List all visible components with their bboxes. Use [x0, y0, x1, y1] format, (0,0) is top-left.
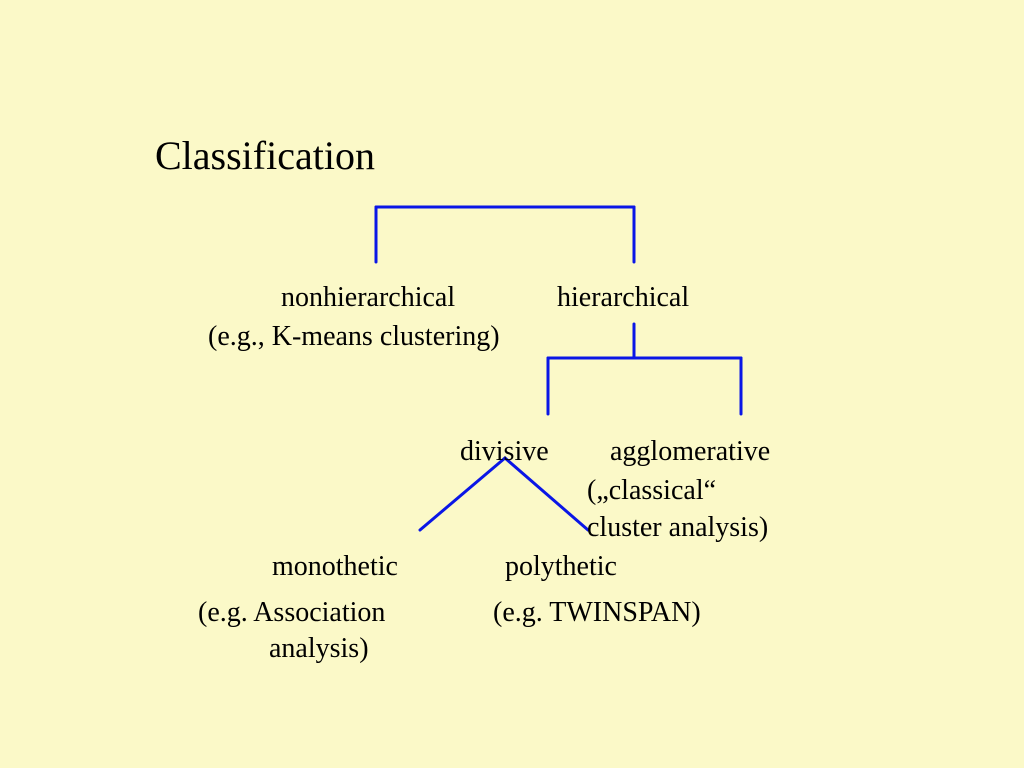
connector-divisive-left	[418, 456, 507, 532]
node-divisive: divisive	[460, 436, 549, 467]
node-polythetic-example: (e.g. TWINSPAN)	[493, 597, 701, 628]
node-monothetic-example-line1: (e.g. Association	[198, 597, 386, 628]
node-nonhierarchical: nonhierarchical	[281, 282, 456, 313]
node-polythetic: polythetic	[505, 551, 617, 582]
node-nonhierarchical-example: (e.g., K-means clustering)	[208, 321, 500, 352]
connector-divisive-right	[503, 456, 590, 532]
node-agglomerative-example-line2: cluster analysis)	[587, 512, 769, 543]
node-monothetic: monothetic	[272, 551, 398, 582]
node-monothetic-example-line2: analysis)	[269, 633, 369, 664]
node-agglomerative-example-line1: („classical“	[587, 475, 717, 506]
node-agglomerative: agglomerative	[610, 436, 771, 467]
page-title: Classification	[155, 133, 375, 178]
node-hierarchical: hierarchical	[557, 282, 690, 313]
